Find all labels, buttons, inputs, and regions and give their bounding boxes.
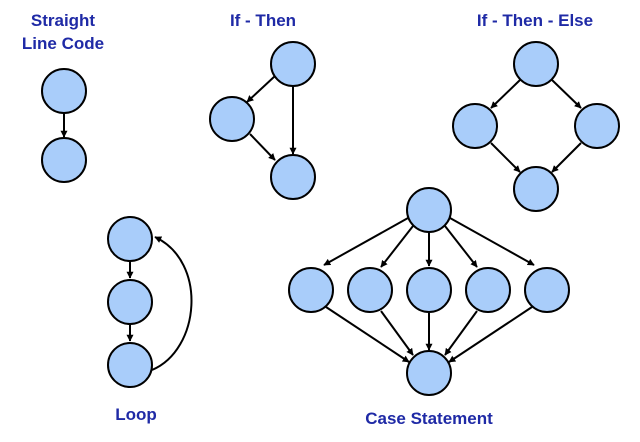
case-edge-top-4 [444,225,478,268]
case-node-top [406,187,452,233]
title-if-then: If - Then [230,11,296,30]
loop-node-1 [107,216,153,262]
title-straight-line-line2: Line Code [22,34,104,53]
if-then-else-node-left [452,103,498,149]
case-edge-top-2 [380,225,414,268]
loop-diagram [107,216,193,388]
if-then-else-node-right [574,103,620,149]
if-then-node-top [270,41,316,87]
case-edge-2-bottom [380,310,414,356]
title-case-statement: Case Statement [365,409,493,428]
if-then-diagram [209,41,316,200]
case-node-bottom [406,350,452,396]
if-then-else-diagram [452,41,620,212]
if-then-else-edge-right-bottom [551,142,582,173]
if-then-node-left [209,96,255,142]
loop-node-2 [107,279,153,325]
if-then-else-edge-left-bottom [490,142,521,173]
case-edge-top-5 [449,217,535,266]
case-node-3 [406,267,452,313]
if-then-else-node-bottom [513,166,559,212]
if-then-else-edge-top-right [551,79,582,109]
case-edge-top-1 [323,217,409,266]
loop-node-3 [107,342,153,388]
straight-node-2 [41,137,87,183]
title-straight-line-line1: Straight [31,11,96,30]
if-then-edge-top-left [246,75,276,103]
straight-line-code-diagram [41,68,87,183]
case-node-5 [524,267,570,313]
case-node-4 [465,267,511,313]
title-loop: Loop [115,405,157,424]
case-statement-diagram [288,187,570,396]
loop-edge-back [151,236,193,371]
case-node-1 [288,267,334,313]
if-then-else-node-top [513,41,559,87]
title-if-then-else: If - Then - Else [477,11,593,30]
case-edge-5-bottom [448,306,533,363]
if-then-node-bottom [270,154,316,200]
case-edge-1-bottom [325,306,410,363]
if-then-else-edge-top-left [490,79,521,109]
case-node-2 [347,267,393,313]
if-then-edge-left-bottom [249,133,276,161]
straight-node-1 [41,68,87,114]
case-edge-4-bottom [444,310,478,356]
